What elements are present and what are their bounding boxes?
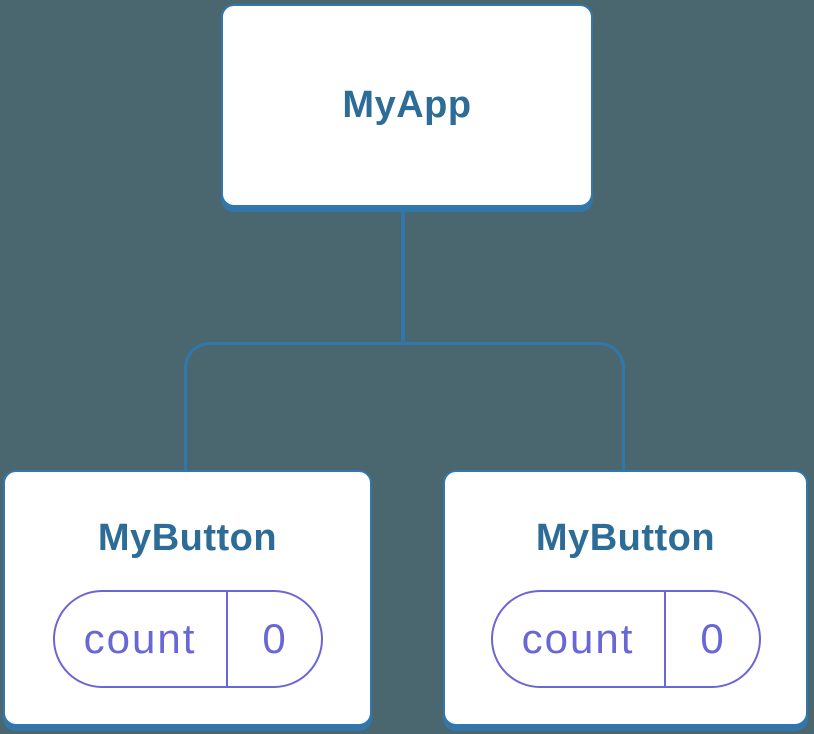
state-key: count bbox=[521, 615, 635, 662]
child-component-label: MyButton bbox=[97, 517, 278, 559]
root-component-label: MyApp bbox=[342, 84, 472, 126]
connector-bracket bbox=[184, 342, 625, 470]
state-pill: count 0 bbox=[490, 590, 761, 688]
root-component-node: MyApp bbox=[221, 4, 593, 207]
child-component-node-1: MyButton count 0 bbox=[3, 470, 372, 726]
state-value: 0 bbox=[225, 592, 321, 686]
state-value: 0 bbox=[663, 592, 759, 686]
state-pill: count 0 bbox=[52, 590, 323, 688]
connector-stem bbox=[401, 209, 405, 343]
child-component-node-2: MyButton count 0 bbox=[443, 470, 808, 726]
state-key: count bbox=[83, 615, 197, 662]
child-component-label: MyButton bbox=[535, 517, 716, 559]
